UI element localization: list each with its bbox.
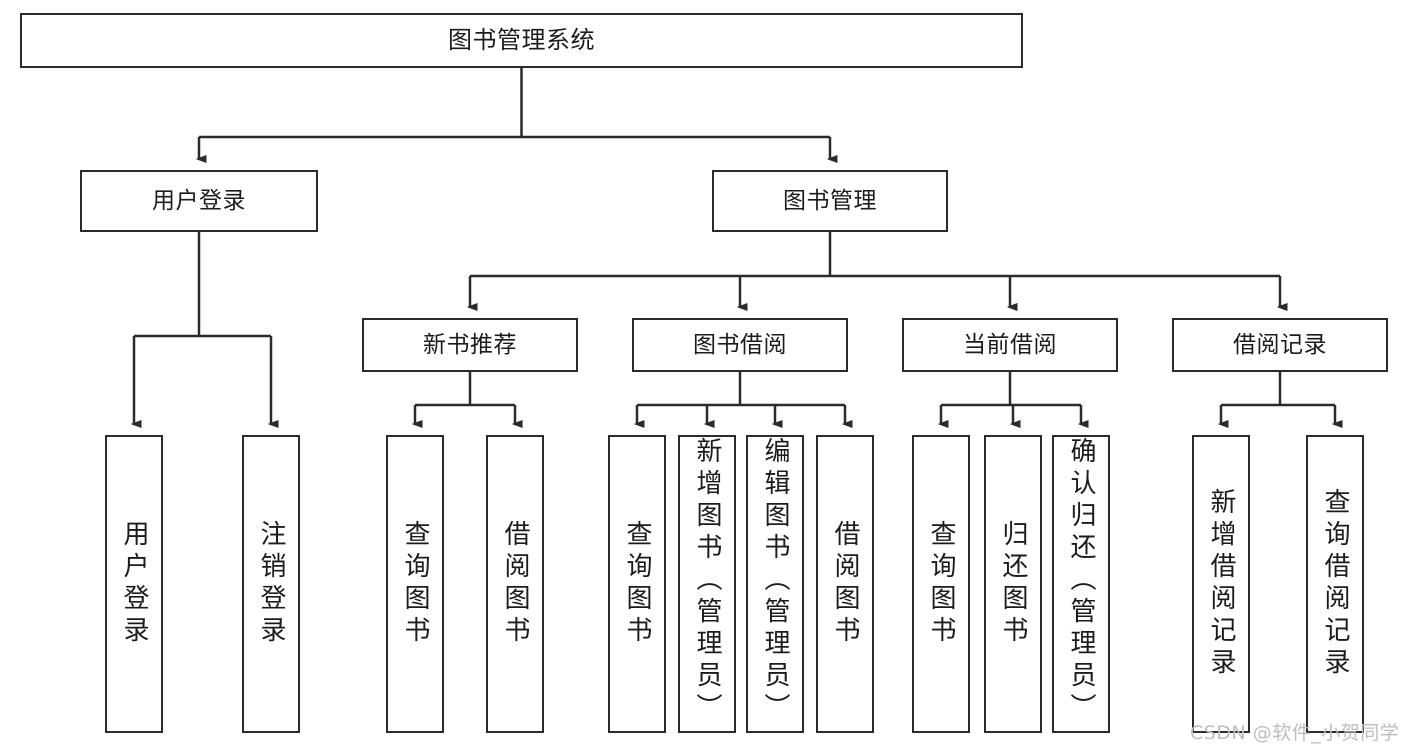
node-label: 归还图书 [998,520,1028,648]
node-leaf-user-login[interactable]: 用户登录 [105,435,163,733]
node-leaf-query-borrow-record[interactable]: 查询借阅记录 [1306,435,1364,733]
node-label: 图书管理 [783,187,877,214]
csdn-watermark: CSDN @软件_小贺同学 [1190,722,1400,744]
node-leaf-return-book[interactable]: 归还图书 [984,435,1042,733]
node-leaf-add-book-admin[interactable]: 新增图书（管理员） [678,435,736,733]
node-leaf-query-book-1[interactable]: 查询图书 [386,435,444,733]
node-label: 借阅图书 [830,520,860,648]
node-borrow-record[interactable]: 借阅记录 [1172,318,1388,372]
node-label: 当前借阅 [963,331,1057,358]
node-label: 用户登录 [119,520,149,648]
node-label: 确认归还（管理员） [1066,437,1096,725]
node-label: 借阅图书 [500,520,530,648]
node-leaf-user-logout[interactable]: 注销登录 [242,435,300,733]
node-label: 图书管理系统 [448,25,595,54]
node-label: 图书借阅 [693,331,787,358]
node-label: 查询图书 [400,520,430,648]
node-label: 新书推荐 [423,331,517,358]
node-label: 编辑图书（管理员） [760,437,790,725]
node-book-manage[interactable]: 图书管理 [712,170,948,232]
node-leaf-borrow-book-2[interactable]: 借阅图书 [816,435,874,733]
node-label: 注销登录 [256,520,286,648]
node-leaf-add-borrow-record[interactable]: 新增借阅记录 [1192,435,1250,733]
node-label: 新增图书（管理员） [692,437,722,725]
node-user-login[interactable]: 用户登录 [80,170,318,232]
node-leaf-confirm-return-admin[interactable]: 确认归还（管理员） [1052,435,1110,733]
node-leaf-query-book-2[interactable]: 查询图书 [608,435,666,733]
node-label: 新增借阅记录 [1206,488,1236,680]
node-label: 借阅记录 [1233,331,1327,358]
node-book-borrow[interactable]: 图书借阅 [632,318,848,372]
node-label: 查询借阅记录 [1320,488,1350,680]
node-current-borrow[interactable]: 当前借阅 [902,318,1118,372]
node-new-book-recommend[interactable]: 新书推荐 [362,318,578,372]
node-label: 查询图书 [622,520,652,648]
node-leaf-query-book-3[interactable]: 查询图书 [912,435,970,733]
node-leaf-borrow-book-1[interactable]: 借阅图书 [486,435,544,733]
node-label: 查询图书 [926,520,956,648]
node-root[interactable]: 图书管理系统 [20,13,1023,68]
node-leaf-edit-book-admin[interactable]: 编辑图书（管理员） [746,435,804,733]
node-label: 用户登录 [152,187,246,214]
